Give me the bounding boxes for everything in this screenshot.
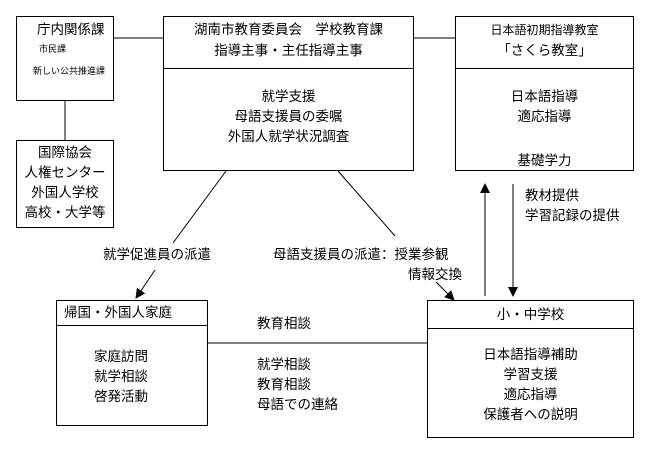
dispatch-arrow [435,281,455,301]
board-item: 母語支援員の委嘱 [234,109,343,125]
promoter-line-upper [172,170,227,244]
school-header: 小・中学校 [428,301,633,329]
foreign-families-box: 帰国・外国人家庭 家庭訪問 就学相談 啓発活動 [56,300,208,426]
enrollment-consultation-label: 就学相談 [257,357,311,373]
support-dispatch-label: 母語支援員の派遣：授業参観 [273,247,449,263]
city-office-box: 庁内関係課 市民課 新しい公共推進課 [16,16,114,101]
native-language-contact-label: 母語での連絡 [257,397,338,413]
board-title: 湖南市教育委員会 学校教育課 [194,22,383,38]
records-label: 学習記録の提供 [525,208,620,224]
family-header: 帰国・外国人家庭 [57,301,207,326]
board-of-education-box: 湖南市教育委員会 学校教育課 指導主事・主任指導主事 就学支援 母語支援員の委嘱… [163,16,414,171]
partner-organizations-box: 国際協会 人権センター 外国人学校 高校・大学等 [16,140,114,228]
materials-label: 教材提供 [525,188,579,204]
sakura-item: 基礎学力 [517,153,572,169]
partner-item: 国際協会 [38,145,92,161]
sakura-classroom-box: 日本語初期指導教室 「さくら教室」 日本語指導 適応指導 基礎学力 [455,16,634,171]
school-title: 小・中学校 [496,307,565,323]
schools-box: 小・中学校 日本語指導補助 学習支援 適応指導 保護者への説明 [427,300,634,438]
family-item: 就学相談 [94,369,148,385]
sakura-item: 適応指導 [517,109,572,125]
board-header: 湖南市教育委員会 学校教育課 指導主事・主任指導主事 [164,17,413,69]
sakura-subtitle: 「さくら教室」 [497,43,592,59]
city-office-title: 庁内関係課 [37,22,105,38]
board-item: 就学支援 [261,89,316,105]
dispatch-line-upper [337,170,396,237]
school-item: 保護者への説明 [483,407,578,423]
city-office-public-promotion-division: 新しい公共推進課 [33,67,106,77]
partner-item: 人権センター [24,165,106,181]
board-subtitle: 指導主事・主任指導主事 [214,43,363,59]
family-item: 家庭訪問 [94,349,148,365]
city-office-citizen-division: 市民課 [39,45,67,55]
family-item: 啓発活動 [94,389,148,405]
sakura-header: 日本語初期指導教室 「さくら教室」 [456,17,633,69]
school-item: 学習支援 [503,367,558,383]
family-title: 帰国・外国人家庭 [64,305,172,321]
school-item: 適応指導 [503,387,558,403]
school-item: 日本語指導補助 [483,347,578,363]
education-consultation-label: 教育相談 [257,316,311,332]
partner-item: 外国人学校 [31,185,99,201]
board-item: 外国人就学状況調査 [227,129,350,145]
promoter-arrow [135,269,156,299]
education-consultation-label-2: 教育相談 [257,377,311,393]
partner-item: 高校・大学等 [24,205,106,221]
sakura-item: 日本語指導 [510,89,579,105]
promoter-dispatch-label: 就学促進員の派遣 [103,247,211,263]
info-exchange-label: 情報交換 [408,267,462,283]
sakura-title: 日本語初期指導教室 [490,23,599,37]
